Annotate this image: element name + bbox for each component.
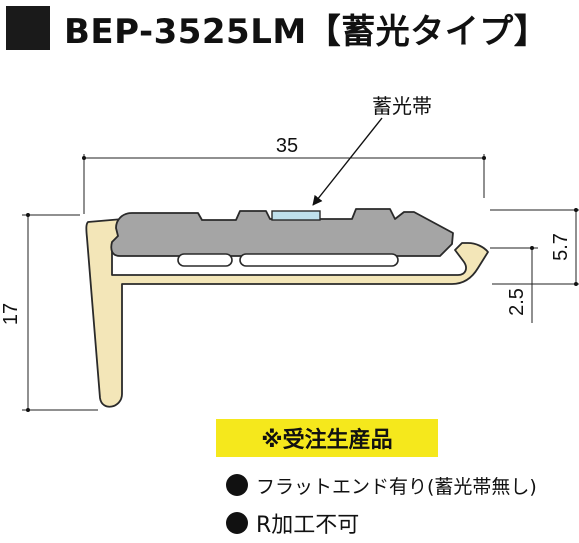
dimension-ticks: [26, 156, 578, 412]
lower-dimension-label: 2.5: [506, 288, 528, 316]
width-dimension-label: 35: [276, 135, 298, 157]
badge-text: ※受注生産品: [261, 428, 393, 453]
right-dimension-label: 5.7: [550, 233, 572, 261]
note-item: フラットエンド有り(蓄光帯無し): [226, 466, 537, 504]
callout-label: 蓄光帯: [372, 94, 432, 118]
note-text: R加工不可: [256, 513, 360, 538]
bullet-icon: [226, 474, 248, 496]
bullet-icon: [226, 512, 248, 534]
callout-leader: [312, 117, 383, 206]
notes-list: フラットエンド有り(蓄光帯無し) R加工不可: [226, 466, 537, 542]
insert-slot-right: [239, 253, 399, 267]
insert-slot-left: [177, 253, 233, 267]
note-text: フラットエンド有り(蓄光帯無し): [256, 475, 537, 498]
page-title: BEP-3525LM【蓄光タイプ】: [64, 11, 549, 52]
title-square-icon: [6, 6, 50, 50]
note-item: R加工不可: [226, 504, 537, 542]
made-to-order-badge: ※受注生産品: [216, 419, 438, 457]
height-dimension-label: 17: [0, 303, 22, 325]
profile-body: [85, 218, 489, 408]
luminous-strip: [271, 210, 321, 221]
title-bar: BEP-3525LM【蓄光タイプ】: [6, 0, 548, 56]
dimension-lines: [22, 154, 579, 411]
